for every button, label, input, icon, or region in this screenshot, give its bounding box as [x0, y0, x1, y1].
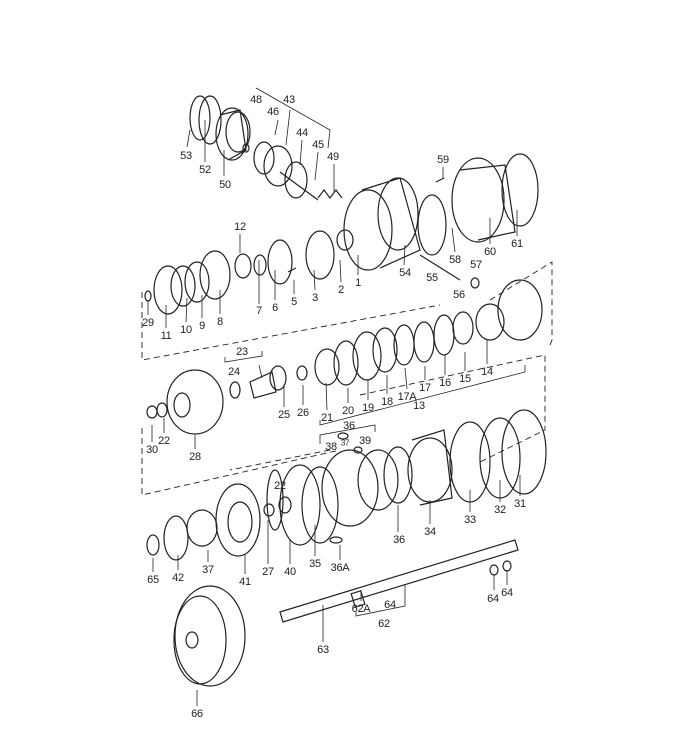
part-label: 39: [359, 435, 371, 447]
part-label: 22: [158, 435, 170, 447]
part-label: 31: [514, 498, 526, 510]
part-label: 66: [191, 708, 203, 720]
part-66-torque-drum: [173, 585, 246, 687]
part-label: 13: [413, 400, 425, 412]
part-label: 3: [312, 292, 318, 304]
part-label: 55: [426, 272, 438, 284]
part-label: 60: [484, 246, 496, 258]
leader-lines: [147, 87, 526, 706]
part-label: 50: [219, 179, 231, 191]
part-label: 52: [199, 164, 211, 176]
part-label: 45: [312, 139, 324, 151]
part-label: 1: [355, 277, 361, 289]
part-label: 18: [381, 396, 393, 408]
group-brackets: [141, 261, 553, 496]
part-label: 42: [172, 572, 184, 584]
part-label: 46: [267, 106, 279, 118]
part-label: 37: [340, 438, 350, 448]
part-label: 16: [439, 377, 451, 389]
part-2-12-clutch-pack: [144, 230, 335, 315]
part-label: 40: [284, 566, 296, 578]
part-label: 54: [399, 267, 411, 279]
part-label: 27: [262, 566, 274, 578]
part-label: 11: [160, 330, 172, 342]
part-label: 8: [217, 316, 223, 328]
part-label: 53: [180, 150, 192, 162]
part-label: 22: [274, 480, 286, 492]
part-label: 58: [449, 254, 461, 266]
part-label: 61: [511, 238, 523, 250]
part-label: 17A: [397, 391, 417, 403]
part-label: 28: [189, 451, 201, 463]
part-label: 64: [501, 587, 513, 599]
part-63-input-shaft: [279, 539, 519, 623]
part-label: 10: [180, 324, 192, 336]
part-label: 34: [424, 526, 436, 538]
part-label: 36: [343, 420, 355, 432]
part-label: 36A: [330, 562, 350, 574]
part-31-34-ring-gear: [407, 409, 547, 506]
part-label: 24: [228, 366, 240, 378]
part-label: 57: [470, 259, 482, 271]
part-label: 30: [146, 444, 158, 456]
part-label: 19: [362, 402, 374, 414]
part-label: 62: [378, 618, 390, 630]
part-label: 63: [317, 644, 329, 656]
part-label: 43: [283, 94, 295, 106]
part-35-40-piston-rings: [263, 432, 413, 546]
part-label: 49: [327, 151, 339, 163]
part-label: 48: [250, 94, 262, 106]
part-label: 25: [278, 409, 290, 421]
part-label: 29: [142, 317, 154, 329]
part-label: 9: [199, 320, 205, 332]
part-label: 20: [342, 405, 354, 417]
part-28-drum: [146, 369, 224, 435]
part-53-52-50-seal-assembly: [189, 95, 251, 161]
part-label: 32: [494, 504, 506, 516]
part-label: 23: [236, 346, 248, 358]
part-label: 12: [234, 221, 246, 233]
part-label: 62A: [351, 603, 371, 615]
part-label: 2: [338, 284, 344, 296]
part-label: 35: [309, 558, 321, 570]
part-label: 21: [321, 412, 333, 424]
part-label: 64: [487, 593, 499, 605]
part-13-21-clutch-stack: [229, 279, 543, 399]
part-label: 41: [239, 576, 251, 588]
part-label: 33: [464, 514, 476, 526]
part-label: 14: [481, 366, 493, 378]
part-37-41-42-65-planetary: [146, 483, 261, 561]
part-label: 5: [291, 296, 297, 308]
part-label: 64: [384, 599, 396, 611]
part-58-60-61-drum: [417, 153, 539, 289]
part-label: 26: [297, 407, 309, 419]
part-label: 7: [256, 305, 262, 317]
part-label: 44: [296, 127, 308, 139]
part-1-pump-housing: [336, 177, 421, 271]
part-label: 59: [437, 154, 449, 166]
part-43-46-44-45-49-valve: [242, 141, 343, 201]
part-label: 38: [325, 441, 337, 453]
part-label: 37: [202, 564, 214, 576]
part-label: 15: [459, 373, 471, 385]
part-label: 56: [453, 289, 465, 301]
part-label: 6: [272, 302, 278, 314]
part-label: 36: [393, 534, 405, 546]
part-label: 65: [147, 574, 159, 586]
part-label: 17: [419, 382, 431, 394]
